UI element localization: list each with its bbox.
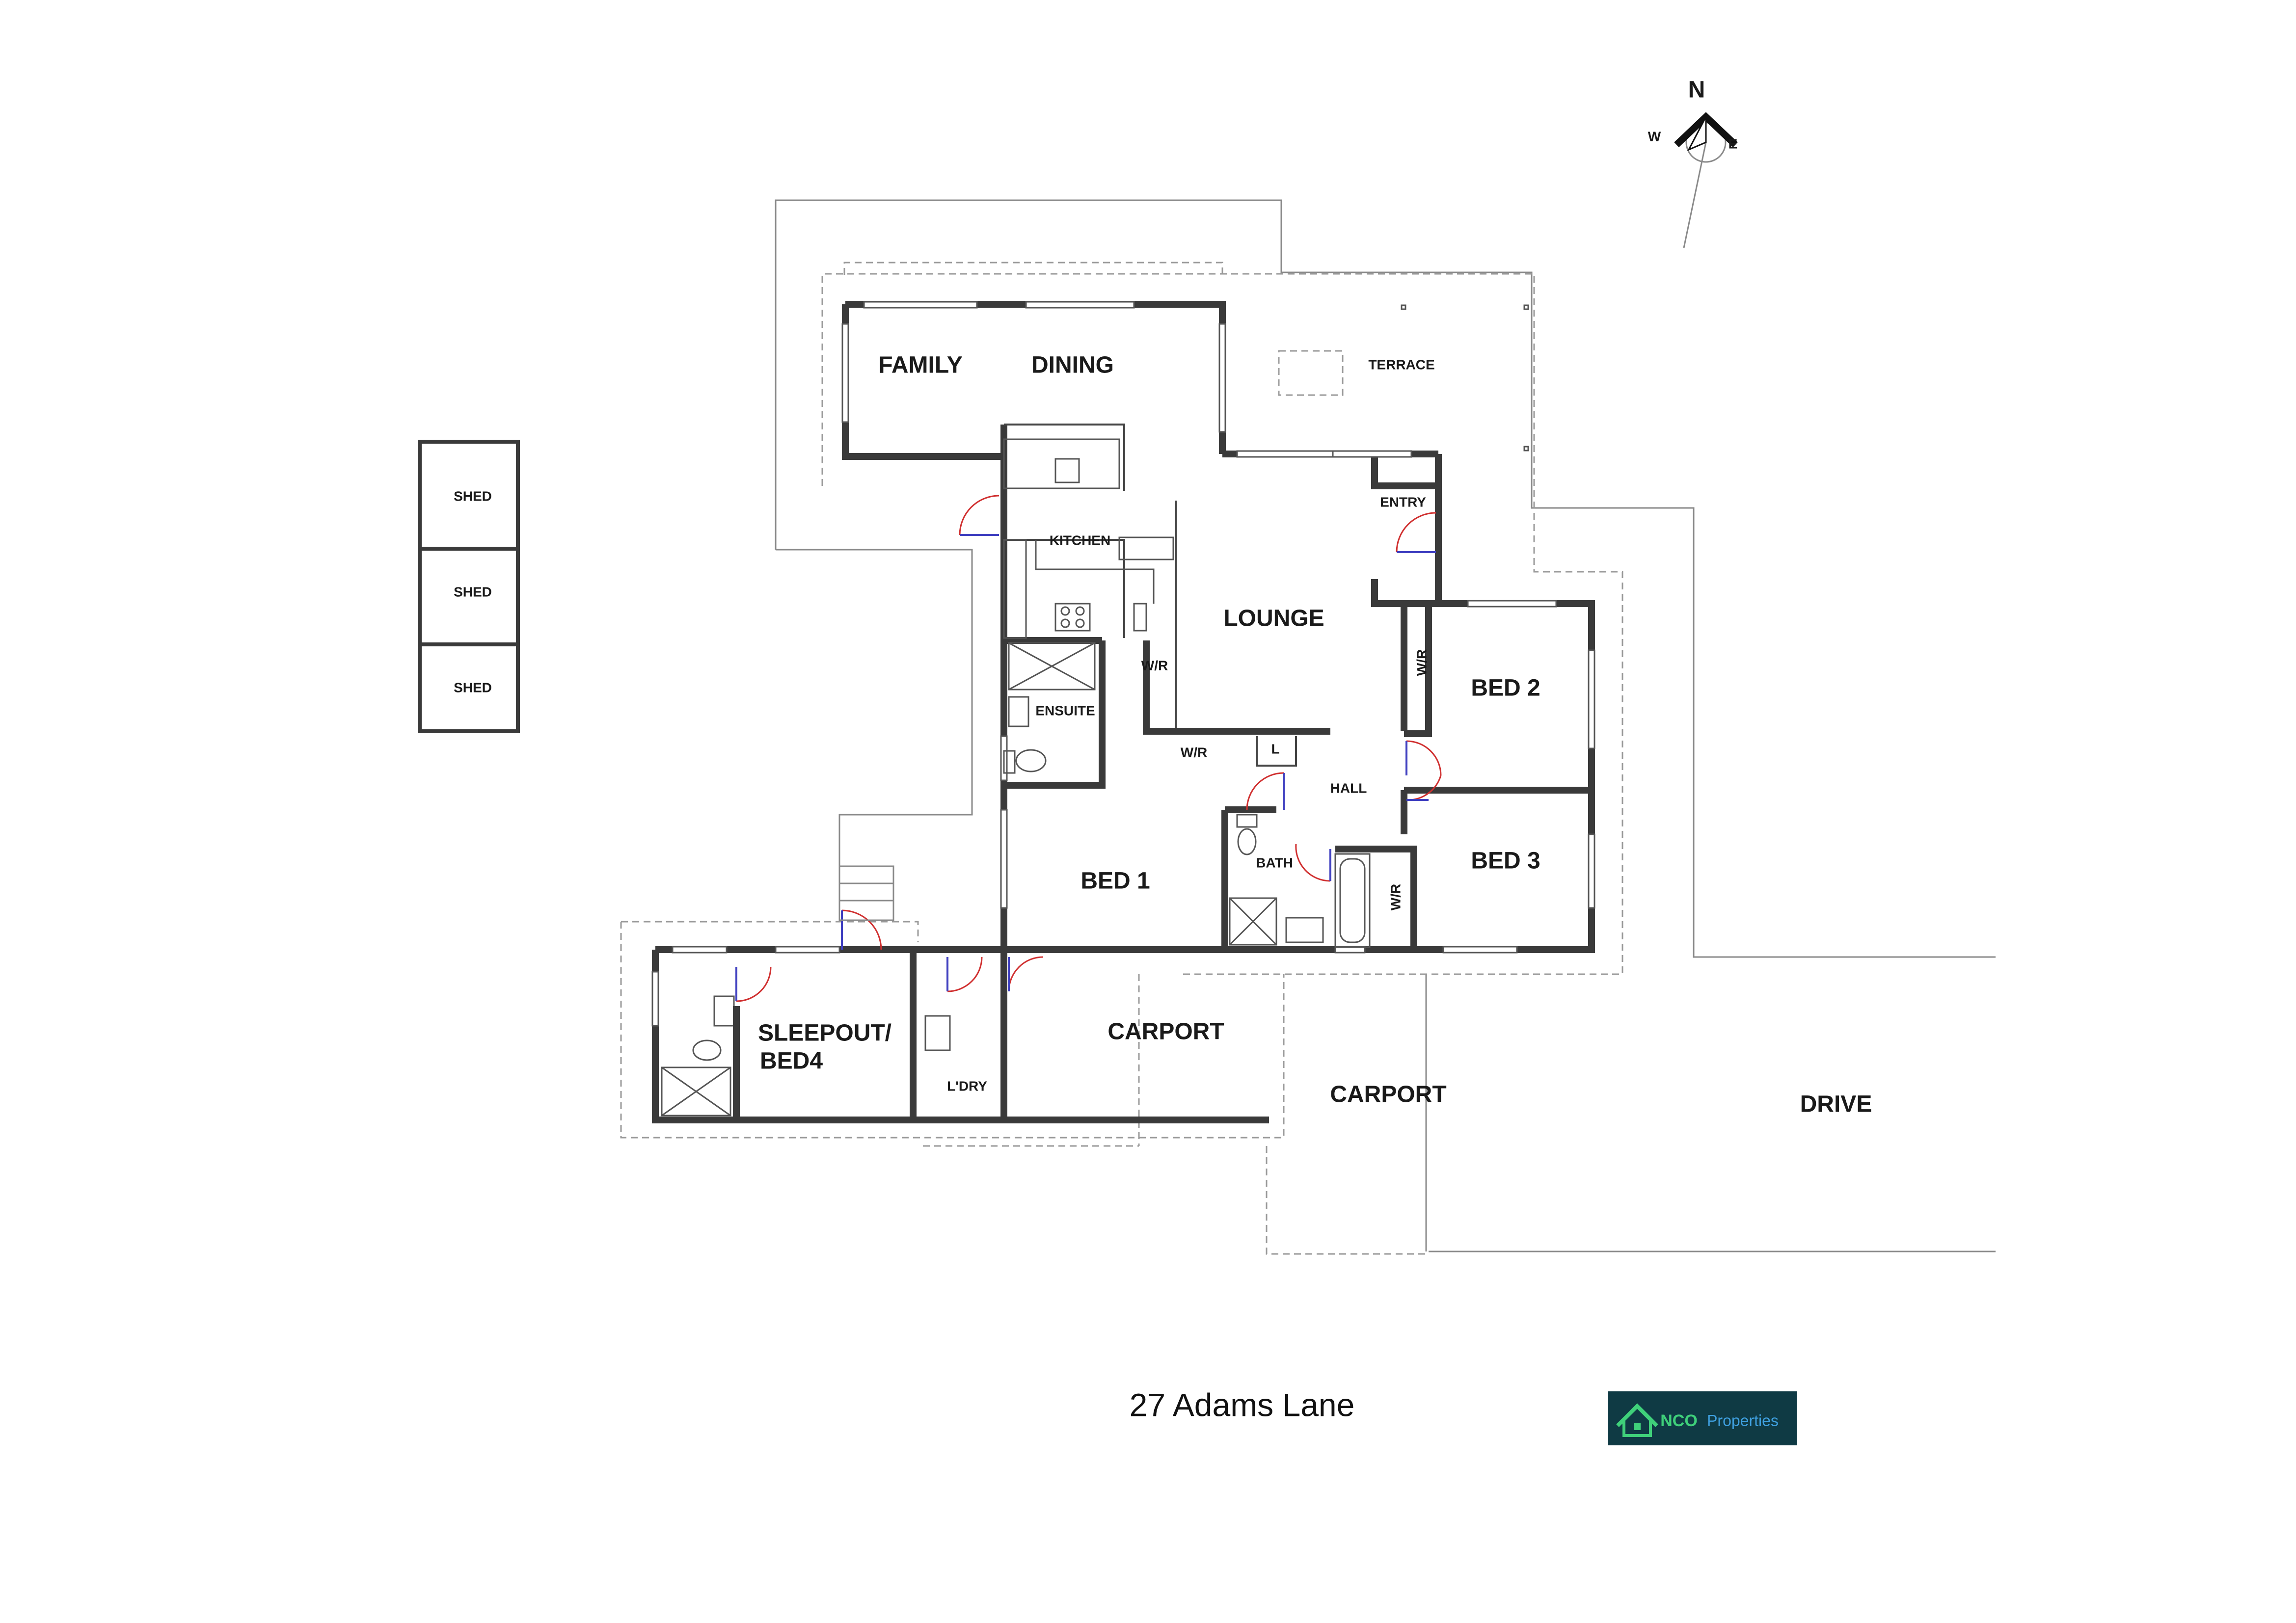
bath-fixtures [1229, 814, 1371, 948]
house-icon [1616, 1403, 1658, 1437]
sheds [418, 440, 520, 733]
compass-west-label: W [1648, 129, 1661, 144]
label-drive: DRIVE [1800, 1091, 1872, 1117]
site-boundary [775, 199, 1996, 1252]
label-shed-1: SHED [454, 488, 492, 504]
shower-icon [661, 1066, 731, 1117]
label-family: FAMILY [878, 352, 963, 378]
label-carport-1: CARPORT [1107, 1019, 1224, 1045]
label-sleepout-line2: BED4 [760, 1048, 823, 1074]
kitchen-fixtures [1003, 438, 1174, 639]
shower-icon [1229, 897, 1277, 946]
label-terrace: TERRACE [1368, 357, 1434, 372]
label-hall: HALL [1330, 780, 1367, 796]
interior-walls [652, 424, 1592, 1120]
north-arrow-icon: N W E [1648, 77, 1738, 248]
label-wr-bed3: W/R [1388, 884, 1403, 910]
entry-steps [838, 865, 894, 921]
sleepout-fixtures [661, 995, 951, 1120]
label-shed-3: SHED [454, 680, 492, 695]
label-bed3: BED 3 [1471, 848, 1540, 874]
eave-lines [620, 262, 1623, 1255]
sink-icon [1054, 458, 1080, 483]
label-bed1: BED 1 [1080, 868, 1150, 894]
company-logo: NCO Properties [1608, 1391, 1797, 1445]
label-shed-2: SHED [454, 584, 492, 599]
toilet-icon [1015, 749, 1047, 772]
logo-word: Properties [1707, 1411, 1779, 1429]
compass-north-label: N [1688, 77, 1705, 103]
label-laundry: L'DRY [947, 1078, 987, 1093]
label-wr-hall: W/R [1181, 745, 1207, 760]
compass-east-label: E [1729, 136, 1738, 151]
terrace-posts [1401, 304, 1529, 452]
label-lounge: LOUNGE [1223, 606, 1324, 632]
vanity-icon [1285, 917, 1324, 943]
terrace-planter [1278, 350, 1344, 396]
label-dining: DINING [1031, 352, 1114, 378]
bathtub-icon [1334, 853, 1371, 948]
logo-brand: NCO [1660, 1411, 1698, 1430]
toilet-icon [1237, 828, 1257, 855]
label-entry: ENTRY [1380, 494, 1426, 509]
label-bath: BATH [1256, 855, 1293, 870]
room-labels: FAMILY DINING TERRACE ENTRY KITCHEN LOUN… [454, 352, 1872, 1117]
shower-icon [1008, 642, 1096, 691]
doors [735, 495, 1442, 1002]
label-linen: L [1271, 741, 1279, 756]
label-sleepout-line1: SLEEPOUT/ [758, 1020, 891, 1046]
label-kitchen: KITCHEN [1050, 532, 1110, 548]
ensuite-fixtures [1003, 642, 1096, 774]
label-wr-kitchen: W/R [1141, 658, 1168, 673]
cooktop-icon [1054, 603, 1091, 632]
windows [651, 301, 1595, 1027]
vanity-icon [1008, 696, 1029, 727]
label-wr-bed2: W/R [1414, 649, 1429, 676]
address-title: 27 Adams Lane [1130, 1386, 1355, 1423]
toilet-icon [692, 1039, 722, 1061]
label-ensuite: ENSUITE [1035, 703, 1095, 718]
label-carport-2: CARPORT [1330, 1082, 1446, 1108]
label-bed2: BED 2 [1471, 675, 1540, 701]
